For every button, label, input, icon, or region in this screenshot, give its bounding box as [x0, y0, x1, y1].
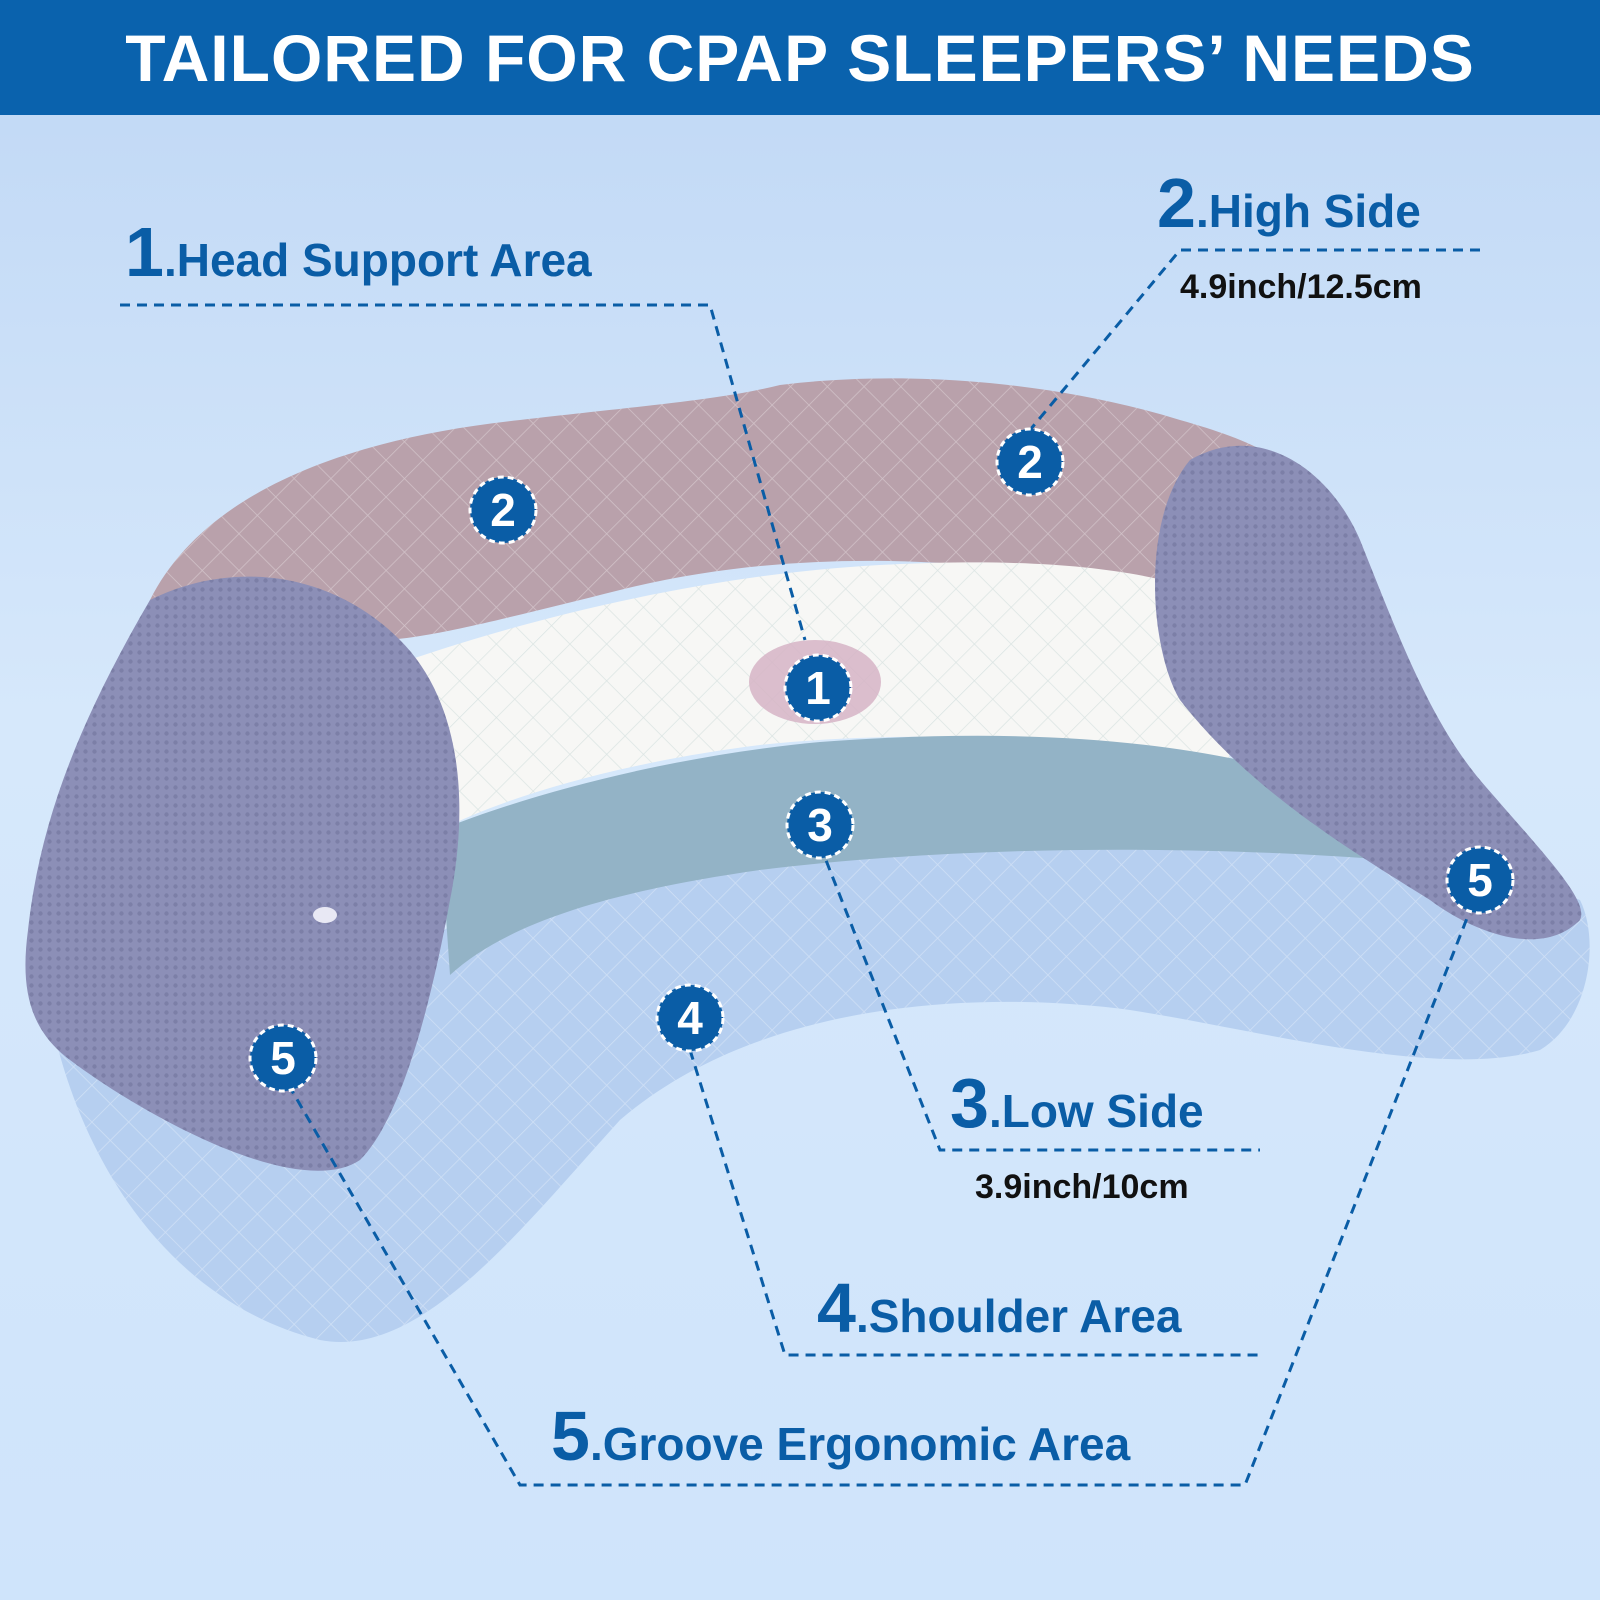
callout-number-5: 5 [551, 1397, 590, 1475]
svg-text:2: 2 [1017, 436, 1043, 488]
page-title: TAILORED FOR CPAP SLEEPERS’ NEEDS [125, 20, 1475, 95]
high-side-measure: 4.9inch/12.5cm [1180, 268, 1422, 306]
marker-2-right: 2 [995, 427, 1065, 497]
marker-3: 3 [785, 790, 855, 860]
marker-5-left: 5 [248, 1023, 318, 1093]
callout-high-side: 2.High Side [1157, 163, 1421, 243]
callout-number-2: 2 [1157, 164, 1196, 242]
svg-text:5: 5 [270, 1032, 296, 1084]
callout-number-1: 1 [125, 213, 164, 291]
leader-lines [120, 248, 1482, 1487]
marker-5-right: 5 [1445, 845, 1515, 915]
leader-line-4 [688, 1049, 1260, 1357]
marker-4: 4 [655, 983, 725, 1053]
svg-text:1: 1 [805, 662, 831, 714]
svg-text:2: 2 [490, 484, 516, 536]
svg-text:3: 3 [807, 799, 833, 851]
leader-line-3 [818, 844, 1260, 1152]
svg-text:4: 4 [677, 992, 703, 1044]
callout-label-1: .Head Support Area [163, 234, 592, 286]
callout-number-3: 3 [950, 1064, 989, 1142]
callout-head-support-area: 1.Head Support Area [125, 212, 592, 292]
low-side-band [440, 735, 1390, 975]
callout-groove-ergonomic-area: 5.Groove Ergonomic Area [551, 1396, 1130, 1476]
leader-line-5 [278, 884, 1482, 1487]
marker-1: 1 [783, 653, 853, 723]
low-side-measure: 3.9inch/10cm [975, 1168, 1189, 1206]
svg-text:5: 5 [1467, 854, 1493, 906]
callout-shoulder-area: 4.Shoulder Area [817, 1268, 1181, 1348]
marker-2-left: 2 [468, 475, 538, 545]
callout-label-4: .Shoulder Area [855, 1290, 1182, 1342]
callout-number-4: 4 [817, 1269, 856, 1347]
callout-low-side: 3.Low Side [950, 1063, 1204, 1143]
callout-label-3: .Low Side [988, 1085, 1204, 1137]
leader-line-1 [120, 303, 807, 641]
callout-label-5: .Groove Ergonomic Area [589, 1418, 1131, 1470]
callout-label-2: .High Side [1195, 185, 1421, 237]
title-banner: TAILORED FOR CPAP SLEEPERS’ NEEDS [0, 0, 1600, 115]
